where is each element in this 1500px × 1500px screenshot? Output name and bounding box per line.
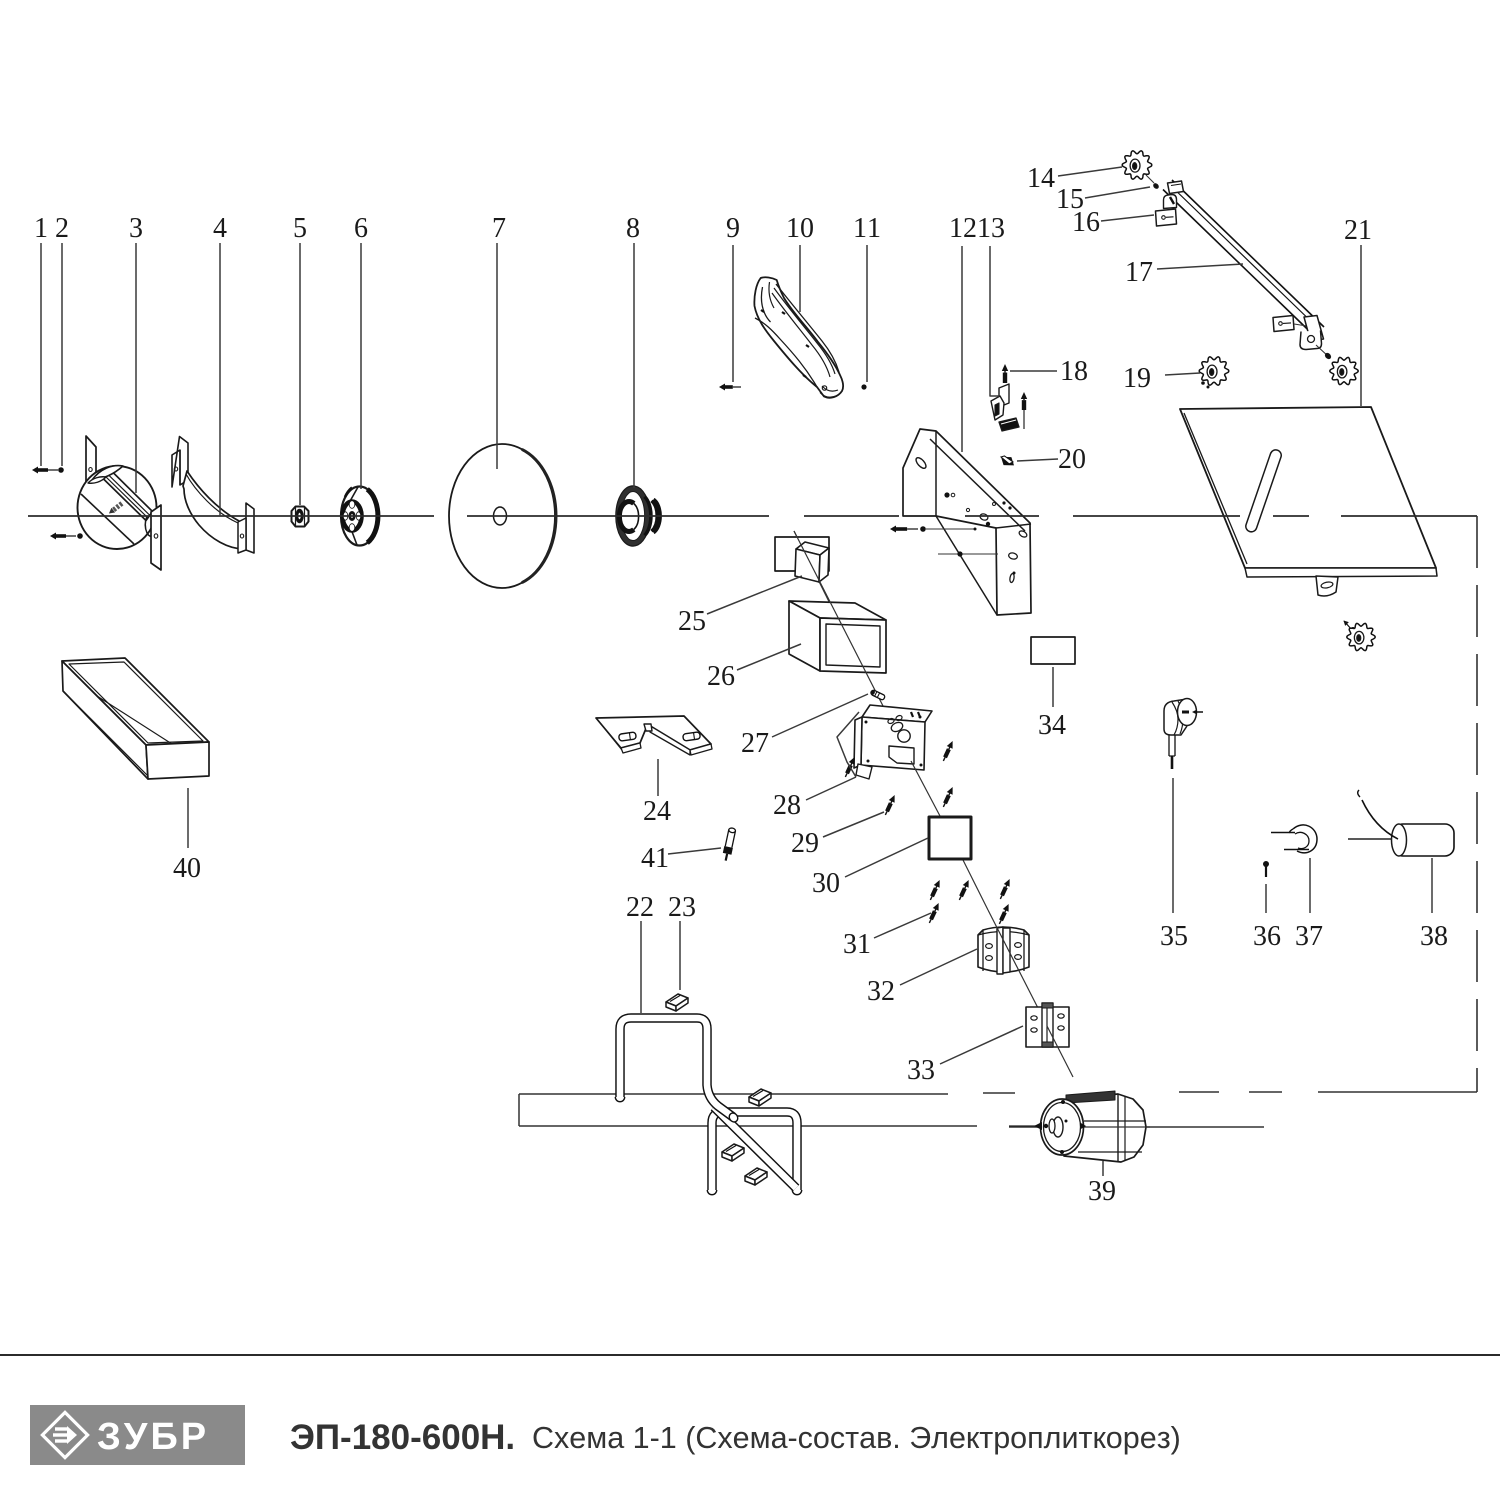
svg-text:7: 7 (492, 213, 506, 244)
svg-text:31: 31 (843, 929, 871, 960)
svg-text:23: 23 (668, 892, 696, 923)
svg-text:20: 20 (1058, 444, 1086, 475)
svg-text:17: 17 (1125, 257, 1153, 288)
svg-text:13: 13 (977, 213, 1005, 244)
svg-text:12: 12 (949, 213, 977, 244)
svg-text:39: 39 (1088, 1176, 1116, 1207)
svg-text:40: 40 (173, 853, 201, 884)
svg-text:27: 27 (741, 728, 769, 759)
svg-text:18: 18 (1060, 356, 1088, 387)
svg-text:14: 14 (1027, 163, 1055, 194)
svg-text:34: 34 (1038, 710, 1066, 741)
svg-text:1: 1 (34, 213, 48, 244)
svg-text:38: 38 (1420, 921, 1448, 952)
svg-text:22: 22 (626, 892, 654, 923)
svg-text:21: 21 (1344, 215, 1372, 246)
svg-text:5: 5 (293, 213, 307, 244)
svg-text:28: 28 (773, 790, 801, 821)
svg-text:19: 19 (1123, 363, 1151, 394)
svg-text:2: 2 (55, 213, 69, 244)
svg-text:3: 3 (129, 213, 143, 244)
svg-text:32: 32 (867, 976, 895, 1007)
svg-text:35: 35 (1160, 921, 1188, 952)
svg-text:41: 41 (641, 843, 669, 874)
svg-text:ЭП-180-600Н.: ЭП-180-600Н. (290, 1418, 515, 1457)
svg-text:25: 25 (678, 606, 706, 637)
svg-text:26: 26 (707, 661, 735, 692)
svg-text:24: 24 (643, 796, 671, 827)
svg-text:36: 36 (1253, 921, 1281, 952)
svg-text:4: 4 (213, 213, 227, 244)
svg-text:9: 9 (726, 213, 740, 244)
svg-text:11: 11 (853, 213, 881, 244)
svg-text:ЗУБР: ЗУБР (97, 1416, 209, 1458)
svg-text:30: 30 (812, 868, 840, 899)
svg-text:37: 37 (1295, 921, 1323, 952)
svg-text:8: 8 (626, 213, 640, 244)
svg-text:16: 16 (1072, 207, 1100, 238)
svg-text:33: 33 (907, 1055, 935, 1086)
svg-text:10: 10 (786, 213, 814, 244)
svg-text:15: 15 (1056, 184, 1084, 215)
svg-text:29: 29 (791, 828, 819, 859)
svg-text:Схема 1-1 (Схема-состав. Элект: Схема 1-1 (Схема-состав. Электроплиткоре… (532, 1421, 1181, 1455)
svg-text:6: 6 (354, 213, 368, 244)
